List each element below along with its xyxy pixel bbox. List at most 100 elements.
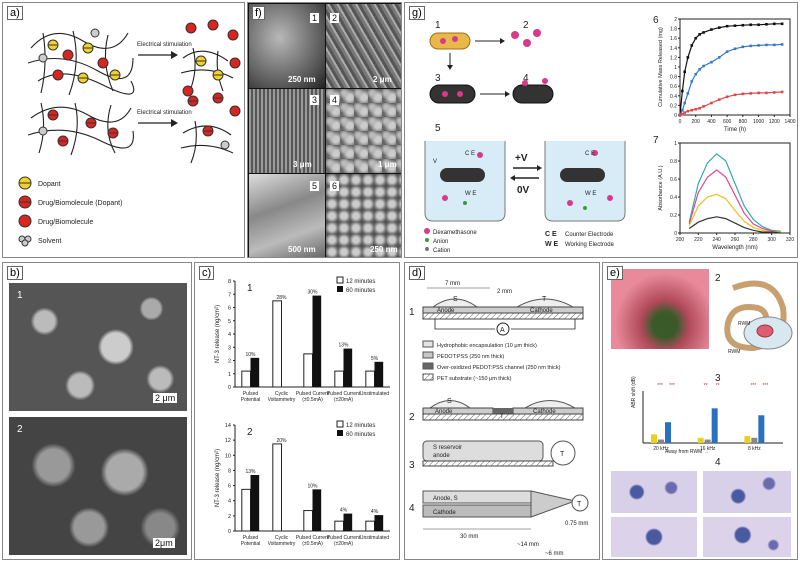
f-scale-1: 250 nm bbox=[288, 75, 316, 84]
sem-image-b2 bbox=[9, 417, 187, 555]
legend-a: Dopant Drug/Biomolecule (Dopant) Drug/Bi… bbox=[18, 176, 122, 247]
data-point bbox=[683, 101, 687, 105]
data-point bbox=[772, 43, 776, 47]
c1-legend: 12 minutes 60 minutes bbox=[336, 276, 375, 294]
category-label: Pulsed bbox=[243, 535, 259, 541]
cell1-we: W E bbox=[465, 191, 476, 197]
data-point bbox=[725, 50, 729, 53]
cell2-ce: C E bbox=[585, 151, 595, 157]
x-axis-label: Time (h) bbox=[724, 127, 746, 133]
panel-a-diagram: Electrical stimulation Electrical stimul… bbox=[18, 19, 241, 247]
y-tick-label: 0.8 bbox=[670, 159, 677, 165]
d-dim-b3: ~6 mm bbox=[545, 551, 564, 557]
panel-e-diagram: 2 RWM RWM 3 ABR shift (dB) Away from RWM… bbox=[631, 273, 793, 468]
bar-annotation: 4% bbox=[371, 509, 379, 515]
data-point bbox=[686, 109, 690, 113]
d-cathode-1: Cathode bbox=[530, 308, 553, 314]
plot-frame bbox=[679, 18, 791, 116]
y-tick-label: 2 bbox=[674, 17, 677, 23]
x-tick-label: 1000 bbox=[753, 119, 764, 125]
bar-annotation: 20% bbox=[276, 438, 287, 444]
y-tick-label: 1 bbox=[674, 141, 677, 147]
bar-annotation: 5% bbox=[371, 356, 379, 362]
category-label: (±20mA) bbox=[334, 397, 353, 403]
series-line bbox=[688, 216, 781, 234]
volt-zero: 0V bbox=[517, 185, 530, 196]
y-tick-label: 0 bbox=[674, 113, 677, 119]
series-line bbox=[688, 193, 781, 233]
panel-b: b) 1 2 2 μm 2μm bbox=[2, 262, 192, 560]
panel-c-label: c) bbox=[199, 266, 215, 280]
data-point bbox=[690, 108, 694, 112]
c2-legend-12: 12 minutes bbox=[346, 423, 375, 429]
data-point bbox=[757, 91, 760, 95]
panel-g-diagram: 1 2 3 4 5 C E W E V C bbox=[424, 15, 796, 254]
x-tick-label: 240 bbox=[712, 237, 721, 243]
data-point bbox=[690, 44, 694, 47]
y-tick-label: 12 bbox=[225, 438, 231, 444]
g-legend-anion: Anion bbox=[433, 239, 448, 245]
y-tick-label: 0 bbox=[228, 529, 231, 535]
category-label: Cyclic bbox=[275, 535, 289, 541]
y-tick-label: 3 bbox=[228, 345, 231, 351]
g-legend-ce-abbr: C E bbox=[545, 231, 557, 238]
data-point bbox=[694, 72, 698, 76]
y-axis-label: NT-3 release (ng/cm²) bbox=[215, 305, 221, 363]
y-tick-label: 2 bbox=[228, 514, 231, 520]
g-sub-5: 5 bbox=[435, 123, 441, 134]
category-label: (±20mA) bbox=[334, 541, 353, 547]
b-scale-1: 2 μm bbox=[153, 393, 178, 403]
legend-drug: Drug/Biomolecule bbox=[38, 219, 93, 226]
x-tick-label: 1400 bbox=[784, 119, 795, 125]
data-point bbox=[683, 111, 687, 114]
molecules-before-1 bbox=[38, 28, 121, 84]
bar-annotation: 28% bbox=[276, 295, 287, 301]
d-cathode-4: Cathode bbox=[433, 510, 456, 516]
category-label: Unstimulated bbox=[360, 391, 389, 397]
bar-60min bbox=[312, 489, 322, 531]
d-t-2: T bbox=[500, 414, 504, 420]
d-legend-0: Hydrophobic encapsulation (10 μm thick) bbox=[437, 343, 537, 349]
data-point bbox=[683, 70, 687, 74]
y-axis-label: Absorbance (A.U.) bbox=[658, 165, 664, 210]
panel-c: c) 1 2 12 minutes 60 minutes 12 minutes … bbox=[194, 262, 400, 560]
bar-60min bbox=[312, 295, 322, 387]
bar-12min bbox=[241, 370, 251, 388]
x-tick-label: 260 bbox=[731, 237, 740, 243]
data-point bbox=[698, 106, 701, 110]
plot-frame bbox=[679, 142, 791, 234]
data-point bbox=[733, 47, 737, 51]
y-tick-label: 0 bbox=[228, 385, 231, 391]
e3-bar bbox=[658, 439, 664, 443]
category-label: Potential bbox=[241, 397, 260, 403]
y-tick-label: 1.8 bbox=[670, 27, 677, 33]
e3-bar bbox=[665, 422, 671, 443]
x-tick-label: 300 bbox=[767, 237, 776, 243]
e3-ylabel: ABR shift (dB) bbox=[631, 376, 637, 408]
g-legend-we-abbr: W E bbox=[545, 241, 559, 248]
category-label: Pulsed bbox=[243, 391, 259, 397]
g-legend-cation: Cation bbox=[433, 248, 450, 254]
panel-c-charts: 1 2 12 minutes 60 minutes 12 minutes 60 … bbox=[215, 276, 390, 547]
e4-histology-1 bbox=[611, 471, 697, 513]
c2-legend: 12 minutes 60 minutes bbox=[336, 420, 375, 438]
bar-12min bbox=[241, 488, 251, 532]
y-tick-label: 6 bbox=[228, 306, 231, 312]
category-label: (±0.5mA) bbox=[302, 541, 323, 547]
x-tick-label: 200 bbox=[692, 119, 701, 125]
data-point bbox=[733, 24, 737, 28]
e3-bar bbox=[744, 436, 751, 443]
g-sub-1: 1 bbox=[435, 20, 441, 31]
panel-a: a) Electrical stimulation bbox=[2, 2, 245, 258]
bar-12min bbox=[272, 300, 282, 388]
e3-xlabel: Away from RWM → bbox=[665, 449, 709, 455]
category-label: 16 kHz bbox=[700, 446, 716, 452]
bar-60min bbox=[250, 474, 260, 531]
x-tick-label: 400 bbox=[707, 119, 716, 125]
y-tick-label: 6 bbox=[228, 484, 231, 490]
d-sub-3: 3 bbox=[409, 460, 415, 471]
data-point bbox=[757, 23, 760, 27]
y-tick-label: 0.8 bbox=[670, 75, 677, 81]
legend-dopant: Dopant bbox=[38, 181, 61, 188]
